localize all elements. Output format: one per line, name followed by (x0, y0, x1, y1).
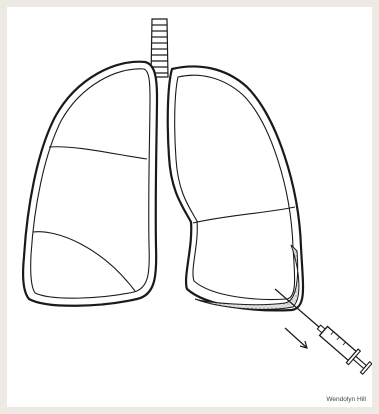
illustrator-credit: Wendolyn Hill (326, 396, 366, 403)
left-lung-icon (23, 62, 157, 306)
arrow-icon (285, 328, 307, 348)
syringe-icon (313, 320, 372, 376)
lungs-illustration (7, 7, 372, 407)
right-lung-icon (168, 66, 303, 310)
illustration-panel: Wendolyn Hill (7, 7, 372, 407)
